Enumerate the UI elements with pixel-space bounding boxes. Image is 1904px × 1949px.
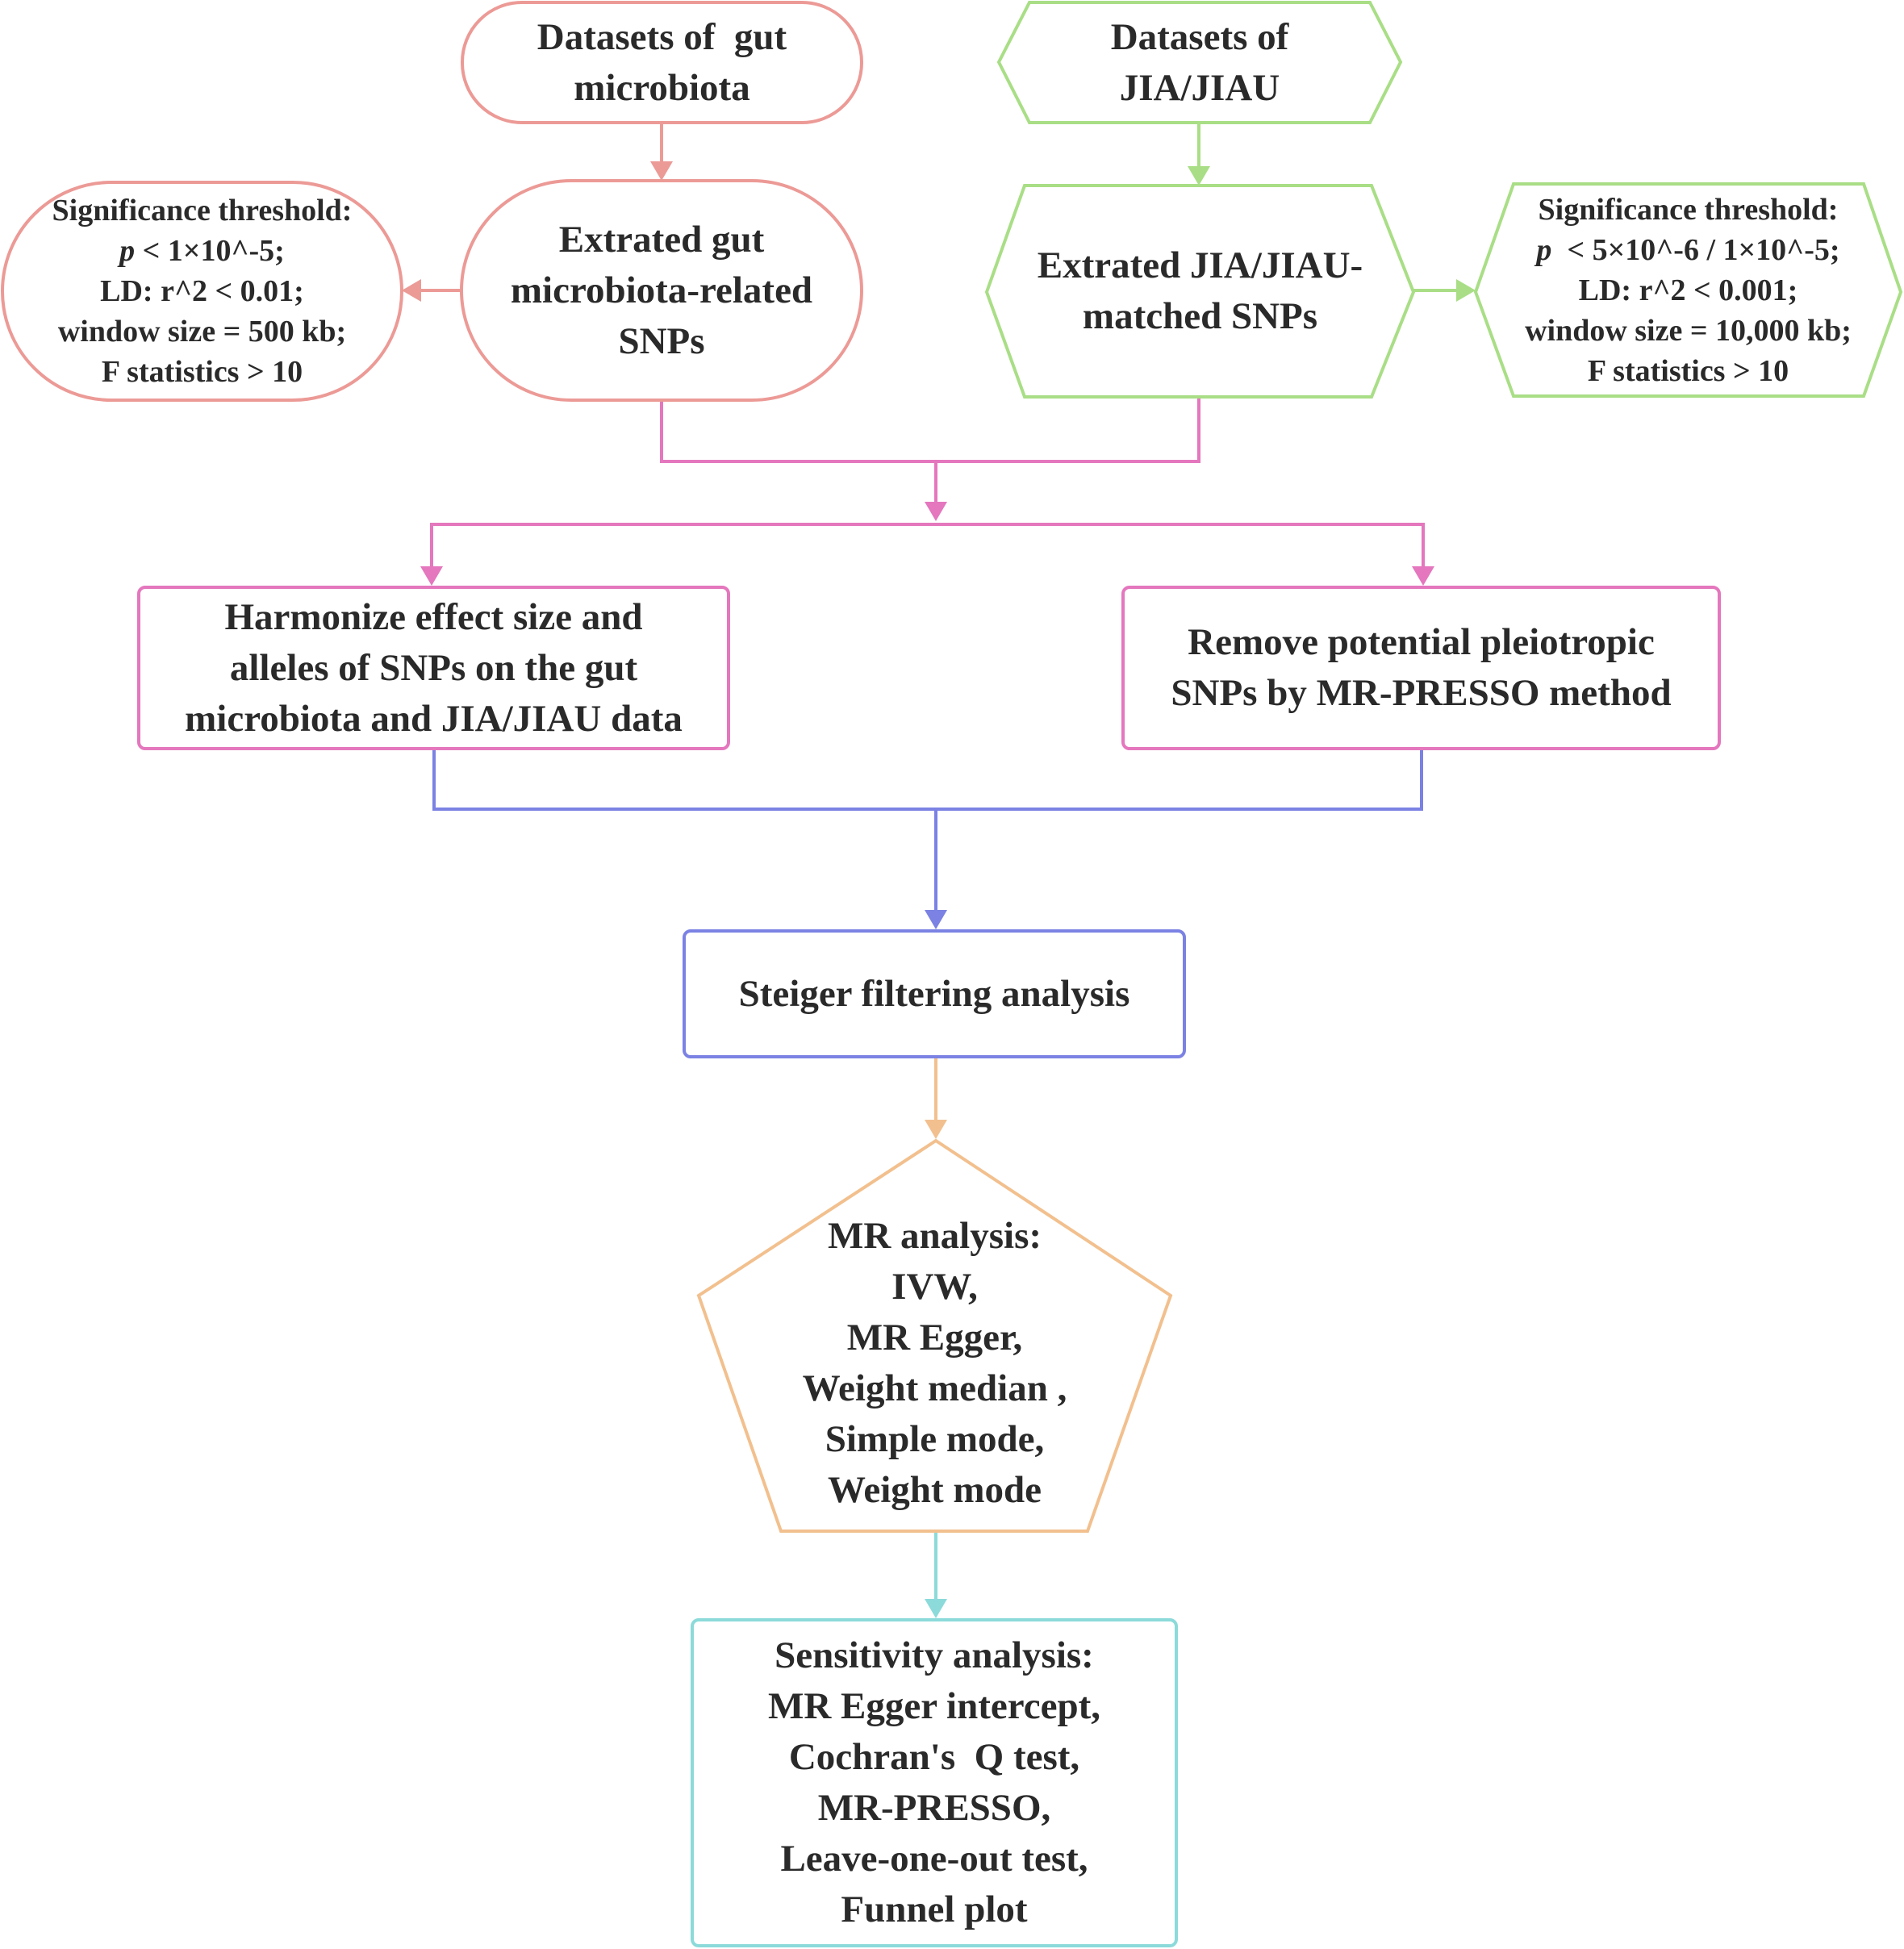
- sensitivity-line: Sensitivity analysis:: [775, 1634, 1094, 1676]
- jia-extract-box: [984, 184, 1416, 399]
- jia-datasets-label: Datasets of JIA/JIAU: [999, 2, 1401, 123]
- remove-box: [1121, 586, 1721, 750]
- arrowhead-gut-threshold: [402, 279, 421, 302]
- mr-analysis-label: MR analysis: IVW, MR Egger, Weight median ,…: [699, 1210, 1171, 1517]
- gut-threshold-f: F statistics > 10: [101, 355, 303, 389]
- jia-threshold-p-value: < 5×10^-6 / 1×10^-5;: [1551, 232, 1840, 267]
- harmonize-line: microbiota and JIA/JIAU data: [185, 697, 683, 740]
- gut-datasets-label: Datasets of gut microbiota: [462, 2, 862, 123]
- connector-split: [430, 523, 1425, 566]
- gut-threshold-title: Significance threshold:: [52, 194, 353, 227]
- steiger-box: [683, 929, 1186, 1058]
- arrowhead-harmonize: [420, 566, 443, 586]
- jia-threshold-f: F statistics > 10: [1587, 353, 1789, 388]
- mr-analysis-line: MR Egger,: [846, 1317, 1023, 1358]
- gut-threshold-ld: LD: r^2 < 0.01;: [100, 274, 304, 308]
- steiger-label: Steiger filtering analysis: [684, 931, 1184, 1057]
- mr-analysis-line: Weight median ,: [802, 1367, 1067, 1409]
- sensitivity-line: MR-PRESSO,: [817, 1787, 1051, 1829]
- arrowhead-remove: [1412, 566, 1434, 586]
- gut-extract-line: SNPs: [618, 319, 705, 362]
- steiger-line: Steiger filtering analysis: [738, 972, 1130, 1015]
- arrowhead-jia-threshold: [1456, 279, 1476, 302]
- mr-analysis-line: MR analysis:: [827, 1215, 1042, 1257]
- arrowhead-gut-extract: [650, 161, 673, 181]
- gut-datasets-line: Datasets of gut: [537, 15, 787, 58]
- sensitivity-line: Leave-one-out test,: [780, 1838, 1088, 1880]
- sensitivity-line: Funnel plot: [841, 1888, 1028, 1930]
- gut-extract-line: microbiota-related: [510, 269, 813, 311]
- arrowhead-steiger: [925, 910, 947, 929]
- p-symbol: p: [119, 234, 136, 268]
- jia-extract-label: Extrated JIA/JIAU-matched SNPs: [987, 186, 1413, 397]
- sensitivity-line: MR Egger intercept,: [767, 1685, 1100, 1727]
- harmonize-line: Harmonize effect size and: [224, 595, 643, 638]
- mr-analysis-line: Weight mode: [827, 1469, 1042, 1511]
- jia-extract-line: Extrated JIA/JIAU-: [1037, 244, 1363, 286]
- mr-analysis-line: IVW,: [891, 1266, 978, 1308]
- jia-extract-line: matched SNPs: [1082, 295, 1318, 337]
- gut-threshold-window: window size = 500 kb;: [57, 315, 347, 348]
- jia-threshold-ld: LD: r^2 < 0.001;: [1578, 273, 1798, 307]
- connector-join-to-steiger: [432, 749, 1423, 811]
- gut-datasets-box: [461, 1, 863, 124]
- jia-threshold-p: p < 5×10^-6 / 1×10^-5;: [1536, 230, 1839, 270]
- jia-threshold-label: Significance threshold: p < 5×10^-6 / 1×…: [1476, 184, 1901, 396]
- gut-extract-line: Extrated gut: [558, 218, 765, 261]
- gut-threshold-box: [1, 181, 403, 402]
- connector-merge-extracts: [660, 397, 1200, 463]
- harmonize-label: Harmonize effect size and alleles of SNPs…: [139, 587, 729, 749]
- gut-threshold-p: p < 1×10^-5;: [119, 231, 285, 271]
- jia-threshold-title: Significance threshold:: [1538, 192, 1839, 227]
- sensitivity-line: Cochran's Q test,: [788, 1736, 1080, 1778]
- gut-threshold-label: Significance threshold: p < 1×10^-5; LD:…: [2, 182, 402, 400]
- harmonize-line: alleles of SNPs on the gut: [229, 646, 638, 689]
- harmonize-box: [137, 586, 730, 750]
- arrowhead-jia-extract: [1188, 166, 1210, 186]
- mr-analysis-pentagon: [696, 1138, 1173, 1533]
- jia-datasets-box: [996, 1, 1403, 124]
- gut-datasets-line: microbiota: [574, 66, 750, 109]
- sensitivity-box: [691, 1618, 1178, 1947]
- jia-datasets-line: JIA/JIAU: [1119, 66, 1280, 109]
- arrowhead-sensitivity: [925, 1599, 947, 1618]
- mr-analysis-line: Simple mode,: [825, 1418, 1045, 1460]
- gut-extract-box: [460, 179, 863, 402]
- gut-threshold-p-value: < 1×10^-5;: [135, 234, 285, 268]
- jia-threshold-box: [1473, 182, 1903, 398]
- p-symbol: p: [1536, 232, 1552, 267]
- jia-threshold-window: window size = 10,000 kb;: [1525, 313, 1852, 348]
- arrowhead-mr: [925, 1120, 947, 1139]
- sensitivity-label: Sensitivity analysis: MR Egger intercept,…: [692, 1620, 1176, 1946]
- jia-datasets-line: Datasets of: [1110, 15, 1289, 58]
- arrowhead-merge-down: [925, 502, 947, 521]
- remove-line: Remove potential pleiotropic: [1188, 621, 1655, 663]
- remove-line: SNPs by MR-PRESSO method: [1171, 672, 1672, 714]
